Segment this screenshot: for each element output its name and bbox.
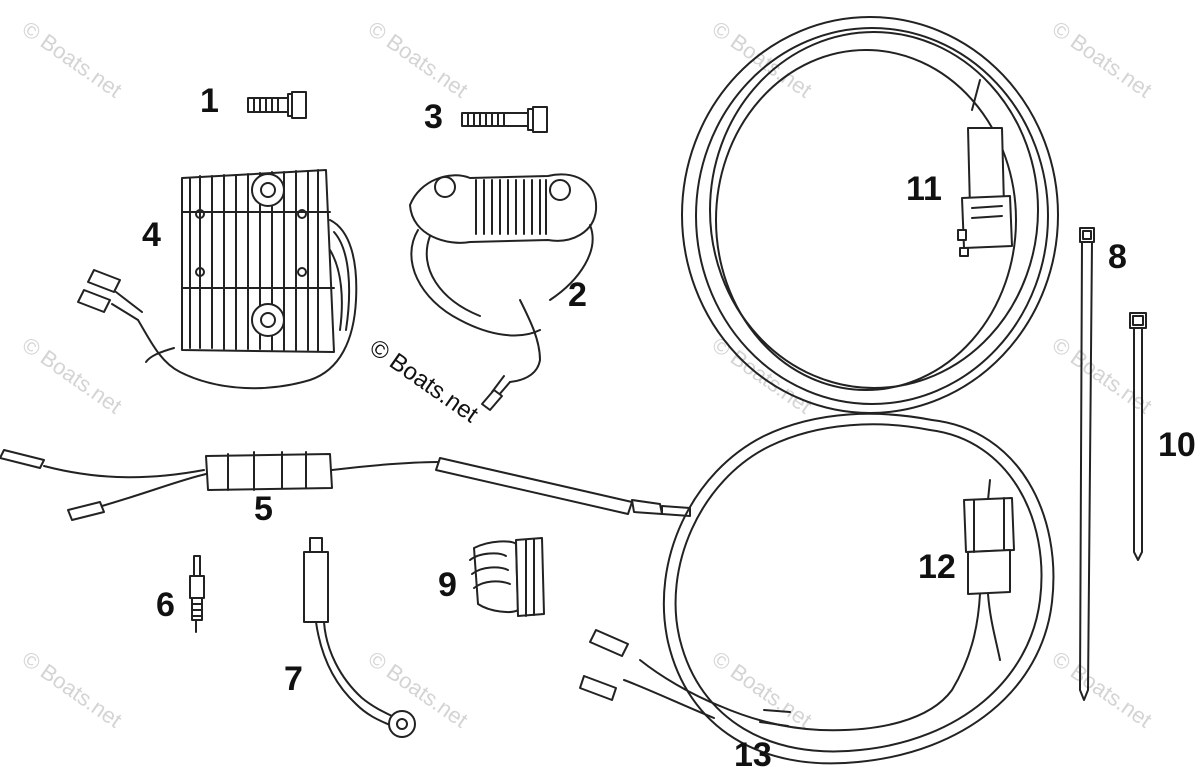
part-11-harness <box>681 16 1059 414</box>
part-2-coil <box>409 173 598 411</box>
callout-4: 4 <box>142 216 161 254</box>
callout-8: 8 <box>1108 238 1127 276</box>
callout-5: 5 <box>254 490 273 528</box>
part-5-fuse-harness <box>0 449 691 521</box>
callout-13: 13 <box>734 736 772 774</box>
callout-9: 9 <box>438 566 457 604</box>
callout-7: 7 <box>284 660 303 698</box>
part-8-cable-tie <box>1079 227 1095 701</box>
callout-12: 12 <box>918 548 956 586</box>
callout-11: 11 <box>906 170 942 208</box>
part-6-spark-plug <box>189 555 205 633</box>
callout-3: 3 <box>424 98 443 136</box>
part-10-cable-tie <box>1129 312 1147 561</box>
part-12-13-harness <box>579 412 1055 765</box>
callout-6: 6 <box>156 586 175 624</box>
callout-1: 1 <box>200 82 219 120</box>
callout-10: 10 <box>1158 426 1196 464</box>
callout-2: 2 <box>568 276 587 314</box>
part-7-ground-lead <box>303 537 416 738</box>
part-1-bolt <box>247 91 307 119</box>
part-9-grommet <box>469 537 545 617</box>
part-4-rectifier <box>77 169 358 390</box>
part-3-bolt <box>461 106 548 133</box>
